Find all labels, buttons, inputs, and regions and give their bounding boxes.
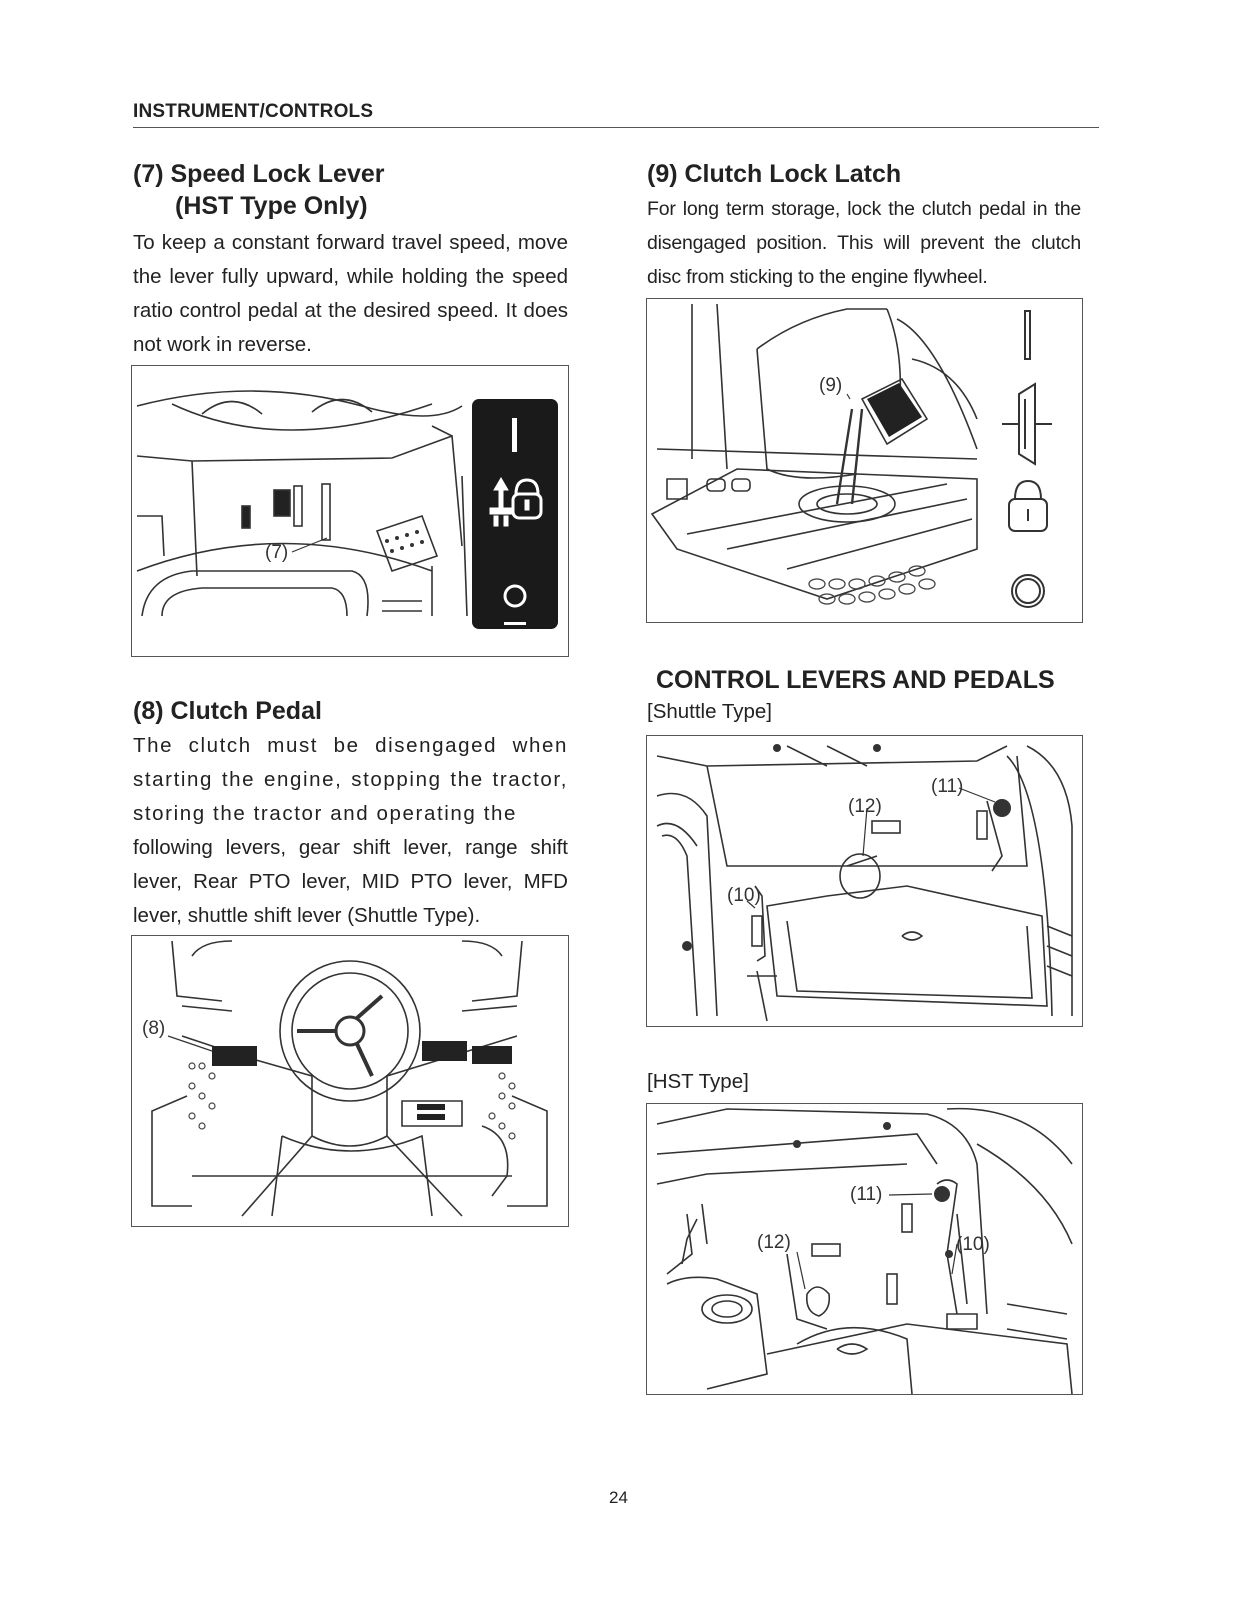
section-9: (9) Clutch Lock Latch For long term stor… xyxy=(647,158,1081,294)
section-8-title: (8) Clutch Pedal xyxy=(133,697,322,725)
page-number: 24 xyxy=(609,1488,628,1507)
hst-callout-10: (10) xyxy=(956,1234,990,1255)
padlock-icon xyxy=(1008,479,1048,532)
speed-lock-lever-illustration: (7) xyxy=(136,390,558,629)
shuttle-callout-12: (12) xyxy=(848,796,882,817)
shuttle-type-label: [Shuttle Type] xyxy=(647,700,772,723)
section-7: (7) Speed Lock Lever (HST Type Only) To … xyxy=(133,158,568,362)
section-9-title: (9) Clutch Lock Latch xyxy=(647,160,902,188)
section-8-body-part1: The clutch must be disengaged when start… xyxy=(133,734,568,825)
speed-lock-decal xyxy=(472,399,558,629)
engaged-bar-icon xyxy=(1024,310,1031,360)
clutch-pedal-figure: (8) xyxy=(131,935,569,1227)
section-9-body: For long term storage, lock the clutch p… xyxy=(647,198,1081,288)
shuttle-type-figure: (11) (12) (10) xyxy=(646,735,1083,1027)
hst-type-label: [HST Type] xyxy=(647,1070,749,1093)
callout-8: (8) xyxy=(142,1018,165,1039)
callout-9: (9) xyxy=(819,375,842,396)
hst-callout-11: (11) xyxy=(850,1184,882,1205)
section-8-body-part2: following levers, gear shift lever, rang… xyxy=(133,836,568,927)
shuttle-callout-10: (10) xyxy=(727,885,761,906)
section-7-title: (7) Speed Lock Lever xyxy=(133,160,385,188)
shuttle-type-illustration: (11) (12) (10) xyxy=(656,744,1073,1022)
header-divider xyxy=(133,127,1099,128)
section-7-body: To keep a constant forward travel speed,… xyxy=(133,231,568,356)
callout-7: (7) xyxy=(265,542,288,563)
clutch-pedal-illustration: (8) xyxy=(142,940,548,1217)
tractor-forward-lock-icon xyxy=(489,477,543,527)
speed-lock-lever-figure: (7) xyxy=(131,365,569,657)
hst-type-illustration: (11) (12) (10) xyxy=(656,1107,1073,1394)
clutch-lock-latch-illustration: (9) xyxy=(650,303,1052,608)
hst-callout-12: (12) xyxy=(757,1232,791,1253)
clutch-lock-latch-figure: (9) xyxy=(646,298,1083,623)
section-7-subtitle: (HST Type Only) xyxy=(175,192,368,220)
unlocked-circle-icon xyxy=(1011,574,1045,608)
clutch-latch-icon xyxy=(1002,382,1052,466)
unlock-circle-icon xyxy=(503,584,527,608)
control-levers-title: CONTROL LEVERS AND PEDALS xyxy=(656,666,1055,694)
page-header-title: INSTRUMENT/CONTROLS xyxy=(133,101,374,122)
section-8: (8) Clutch Pedal The clutch must be dise… xyxy=(133,695,568,933)
hst-type-figure: (11) (12) (10) xyxy=(646,1103,1083,1395)
shuttle-callout-11: (11) xyxy=(931,776,963,797)
